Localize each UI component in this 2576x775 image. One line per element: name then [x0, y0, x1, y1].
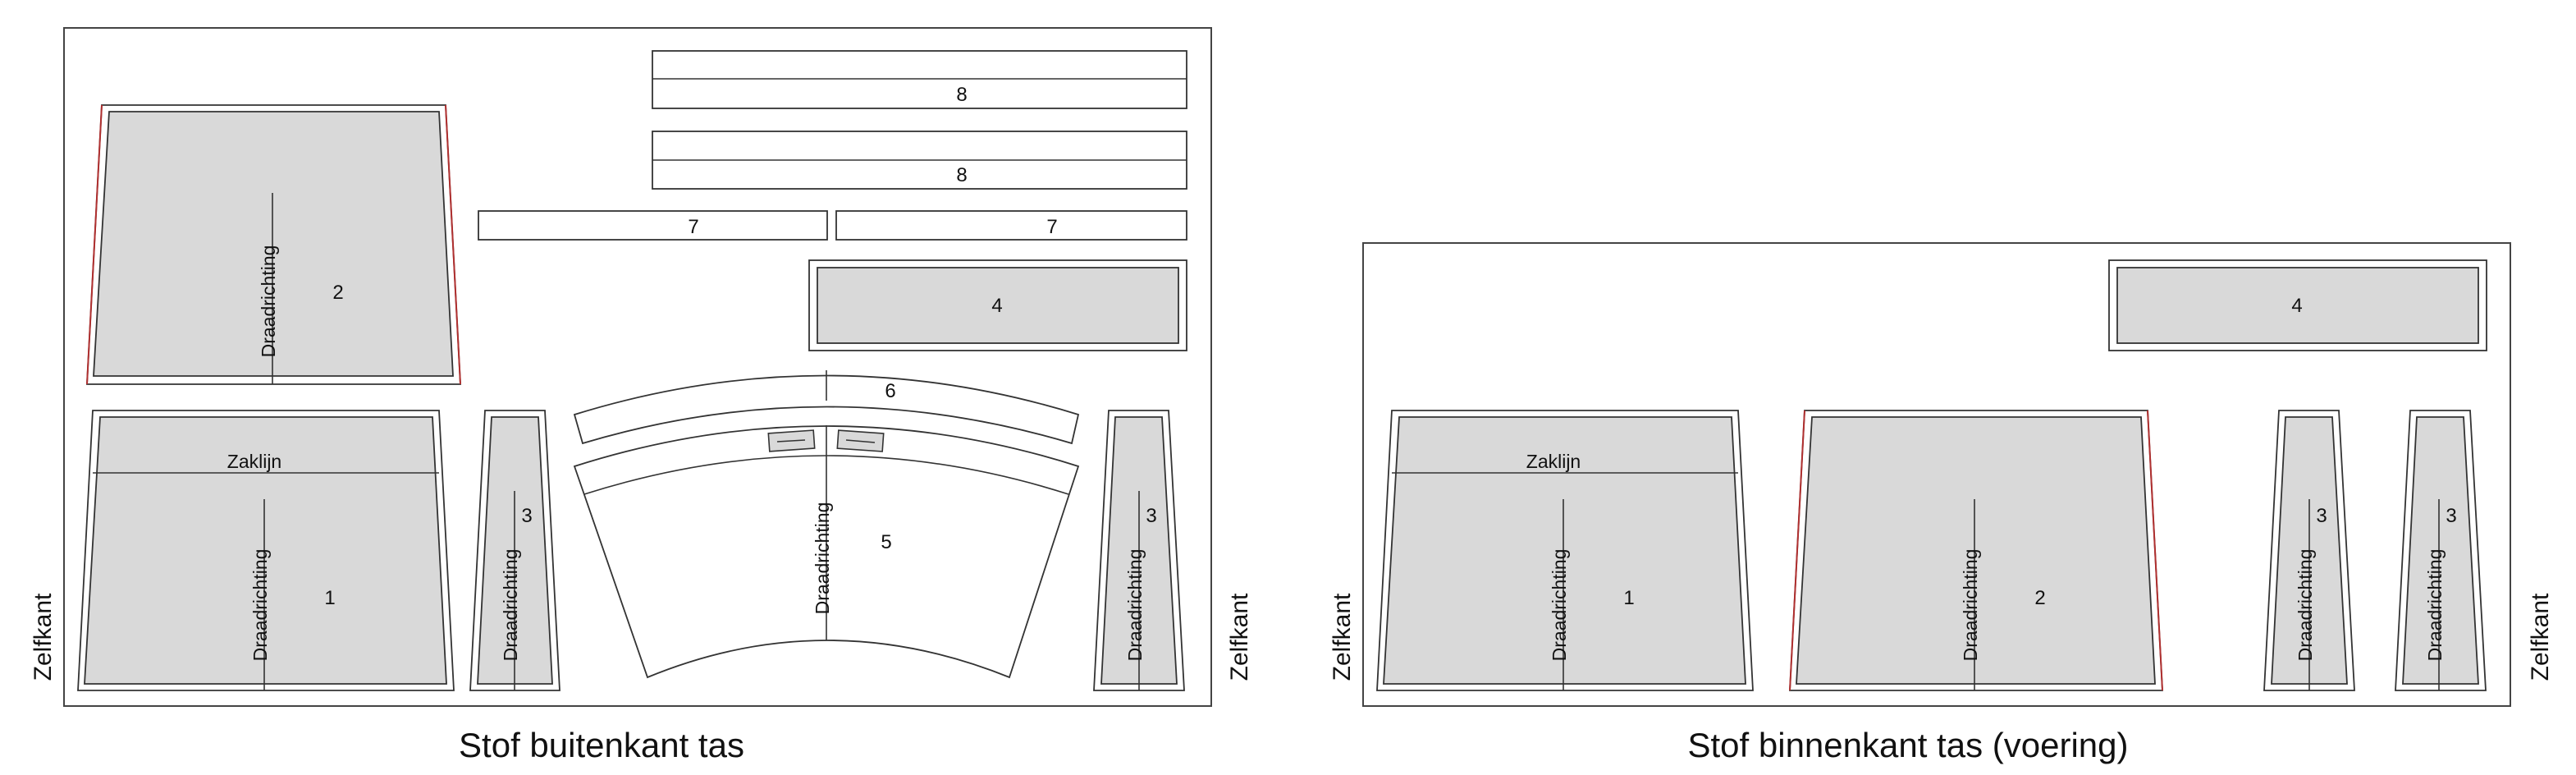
piece-number: 2 — [332, 282, 343, 304]
selvage-label-right: Zelfkant — [2527, 593, 2554, 681]
grain-label: Draadrichting — [2424, 549, 2446, 662]
piece-4: 4 — [808, 259, 1187, 351]
selvage-label-right: Zelfkant — [1226, 593, 1253, 681]
selvage-label-left: Zelfkant — [30, 593, 57, 681]
piece-7-right: 7 — [835, 210, 1187, 241]
clasp-tab-right — [836, 429, 885, 452]
piece-2: Draadrichting 2 — [86, 104, 461, 385]
piece-number: 4 — [2291, 295, 2302, 317]
piece-5: Draadrichting 5 — [573, 425, 1080, 679]
lining-fabric-board: 4 Zaklijn Draadrichting 1 Draadrichting … — [1329, 242, 2554, 764]
fold-line-label: Zaklijn — [227, 451, 281, 472]
piece-number: 1 — [1623, 587, 1634, 609]
clasp-tab-left — [767, 429, 816, 452]
piece-number: 3 — [521, 505, 532, 527]
piece-4: 4 — [2108, 259, 2487, 351]
piece-number: 8 — [956, 164, 967, 186]
piece-number: 6 — [885, 380, 895, 402]
piece-8-top: 8 — [652, 50, 1187, 109]
grain-label: Draadrichting — [258, 245, 279, 358]
grain-label: Draadrichting — [2295, 549, 2316, 662]
piece-number: 3 — [2316, 505, 2327, 527]
piece-number: 4 — [991, 295, 1002, 317]
piece-6: 6 — [573, 370, 1080, 445]
piece-1: Zaklijn Draadrichting 1 — [77, 410, 455, 691]
piece-number: 7 — [1046, 216, 1057, 238]
piece-number: 5 — [881, 531, 891, 553]
piece-7-left: 7 — [478, 210, 828, 241]
piece-2: Draadrichting 2 — [1789, 410, 2163, 691]
grain-label: Draadrichting — [1124, 549, 1146, 662]
piece-8-bottom: 8 — [652, 131, 1187, 190]
board-caption: Stof binnenkant tas (voering) — [1688, 726, 2129, 764]
grain-label: Draadrichting — [1549, 549, 1570, 662]
piece-3-second: Draadrichting 3 — [2395, 410, 2487, 691]
outer-fabric-board: 8 8 7 7 4 Draadrichting — [30, 27, 1253, 764]
piece-number: 8 — [956, 84, 967, 106]
piece-3-second: Draadrichting 3 — [1093, 410, 1185, 691]
grain-label: Draadrichting — [500, 549, 521, 662]
selvage-label-left: Zelfkant — [1329, 593, 1356, 681]
piece-3-first: Draadrichting 3 — [469, 410, 560, 691]
grain-label: Draadrichting — [1960, 549, 1981, 662]
piece-number: 2 — [2034, 587, 2045, 609]
piece-1: Zaklijn Draadrichting 1 — [1376, 410, 1754, 691]
piece-number: 1 — [324, 587, 335, 609]
piece-number: 3 — [2446, 505, 2456, 527]
piece-number: 3 — [1146, 505, 1156, 527]
fold-line-label: Zaklijn — [1526, 451, 1581, 472]
grain-label: Draadrichting — [812, 502, 833, 615]
piece-3-first: Draadrichting 3 — [2263, 410, 2355, 691]
grain-label: Draadrichting — [249, 549, 271, 662]
board-caption: Stof buitenkant tas — [459, 726, 744, 764]
piece-number: 7 — [688, 216, 698, 238]
